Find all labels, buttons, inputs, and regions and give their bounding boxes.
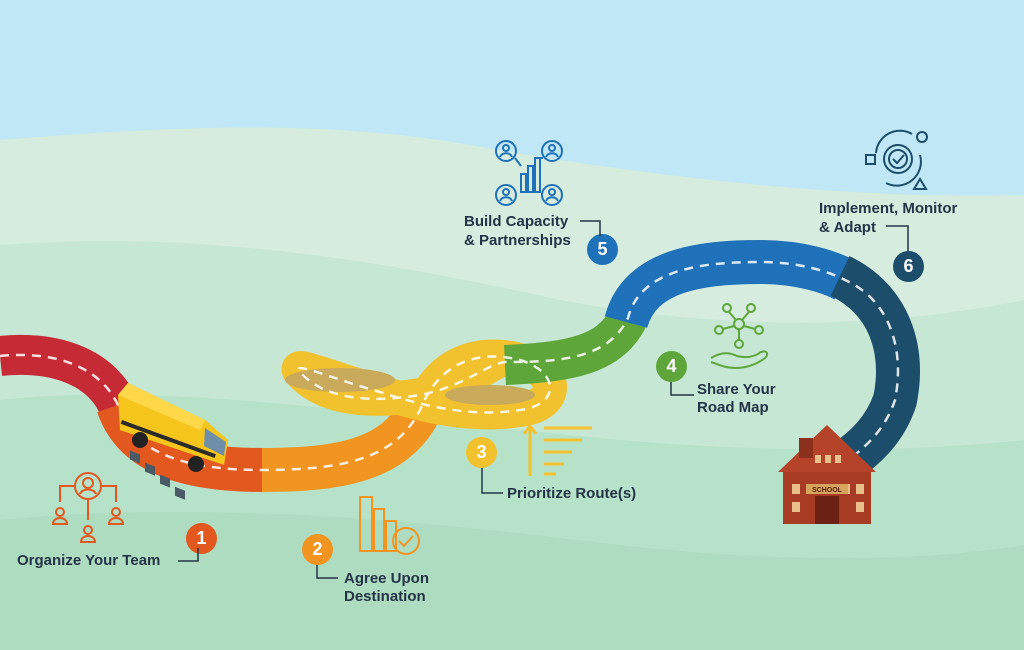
cycle-gear-check-icon <box>865 129 928 190</box>
step-6-connector <box>886 225 909 251</box>
step-5-label-line2: & Partnerships <box>464 232 571 249</box>
school-roof <box>778 425 876 472</box>
step-2-label-line2: Destination <box>344 588 426 605</box>
school-bus <box>118 383 228 500</box>
step-3-number: 3 <box>476 442 487 462</box>
step-2-label-line1: Agree Upon <box>344 570 430 587</box>
school-building: SCHOOL <box>778 425 876 524</box>
step-4-number: 4 <box>666 356 677 376</box>
school-tower <box>799 438 813 458</box>
school-sign: SCHOOL <box>812 487 843 494</box>
step-5-badge: 5 <box>587 234 618 265</box>
foreground-hill <box>0 511 1024 650</box>
loop-inner-left <box>285 368 395 392</box>
team-hierarchy-icon <box>51 472 125 543</box>
step-6-badge: 6 <box>893 251 924 282</box>
step-4-badge: 4 <box>656 351 687 382</box>
bus-roof <box>118 383 205 430</box>
step-5-connector <box>580 220 601 236</box>
step-3-badge: 3 <box>466 437 497 468</box>
step-1-label: Organize Your Team <box>17 552 161 569</box>
step-1-connector <box>178 548 199 562</box>
step-6-label-line1: Implement, Monitor <box>819 200 958 217</box>
step-3-label: Prioritize Route(s) <box>507 485 637 502</box>
step-5-label-line1: Build Capacity <box>464 213 569 230</box>
step-2-number: 2 <box>312 539 323 559</box>
partnership-network-icon <box>495 140 563 206</box>
step-1-badge: 1 <box>186 523 217 554</box>
step-3-connector <box>481 468 503 494</box>
school-sign-board <box>806 484 848 494</box>
bus-wheel-rear <box>132 432 148 448</box>
sort-priority-icon <box>522 423 592 476</box>
bus-windshield <box>204 428 226 456</box>
step-4-label-line1: Share Your <box>697 381 776 398</box>
step-6-label-line2: & Adapt <box>819 219 876 236</box>
bus-black-stripe <box>120 419 216 458</box>
step-6-number: 6 <box>903 256 914 276</box>
step-1-number: 1 <box>196 528 207 548</box>
step-2-badge: 2 <box>302 534 333 565</box>
step-5-number: 5 <box>597 239 608 259</box>
step-2-connector <box>316 565 338 579</box>
loop-inner-right <box>445 385 535 405</box>
bus-side-windows <box>130 450 185 500</box>
road-centerline <box>0 260 900 472</box>
school-door <box>815 496 839 524</box>
hand-network-icon <box>710 303 769 370</box>
bus-wheel-front <box>188 456 204 472</box>
step-4-connector <box>670 382 694 396</box>
step-4-label-line2: Road Map <box>697 399 769 416</box>
bar-chart-check-icon <box>359 496 420 555</box>
